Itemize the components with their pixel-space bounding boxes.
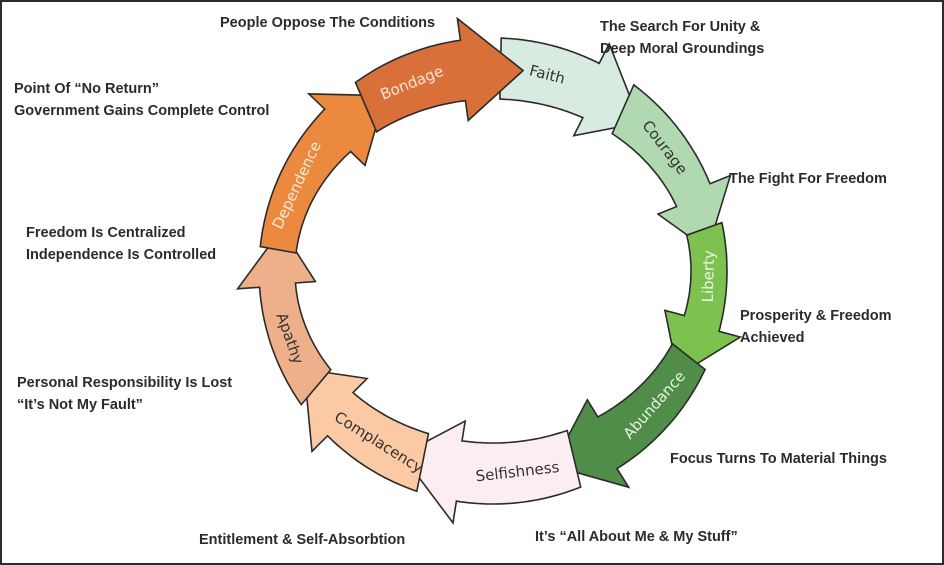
annotation-complacency: Personal Responsibility Is Lost “It’s No…: [17, 372, 232, 416]
arrow-liberty: [663, 221, 743, 377]
arrow-complacency: [303, 368, 430, 493]
annotation-faith: The Search For Unity & Deep Moral Ground…: [600, 16, 764, 60]
arrow-apathy: [235, 227, 332, 406]
annotation-selfishness: Entitlement & Self-Absorbtion: [199, 529, 405, 551]
segment-courage: Courage: [611, 83, 732, 252]
arrow-dependence: [259, 93, 387, 254]
annotation-selfishness-line-1: Entitlement & Self-Absorbtion: [199, 532, 406, 548]
annotation-liberty-line-2: Achieved: [740, 330, 805, 346]
annotation-faith-line-1: The Search For Unity &: [600, 19, 761, 35]
annotation-bondage-line-1: People Oppose The Conditions: [220, 15, 436, 31]
segment-faith: Faith: [499, 37, 642, 137]
segment-dependence: Dependence: [259, 93, 387, 254]
annotation-faith-line-2: Deep Moral Groundings: [600, 41, 765, 57]
annotation-apathy: Freedom Is Centralized Independence Is C…: [26, 222, 216, 266]
annotation-courage-line-1: The Fight For Freedom: [729, 171, 887, 187]
annotation-dependence: Point Of “No Return” Government Gains Co…: [14, 78, 269, 122]
annotation-liberty-line-1: Prosperity & Freedom: [740, 308, 892, 324]
annotation-apathy-line-1: Freedom Is Centralized: [26, 225, 186, 241]
annotation-abundance: Focus Turns To Material Things: [670, 448, 887, 470]
segment-liberty: Liberty: [663, 221, 743, 377]
annotation-dependence-line-1: Point Of “No Return”: [14, 81, 159, 97]
arrow-bondage: [354, 16, 525, 133]
annotation-complacency-line-1: Personal Responsibility Is Lost: [17, 375, 233, 391]
annotation-liberty: Prosperity & Freedom Achieved: [740, 305, 892, 349]
annotation-apathy-line-2: Independence Is Controlled: [26, 247, 217, 263]
arrow-courage: [611, 83, 732, 252]
cycle-segments: FaithCourageLibertyAbundanceSelfishnessC…: [235, 16, 743, 525]
segment-label-liberty: Liberty: [699, 250, 718, 303]
arrow-abundance: [551, 342, 707, 489]
annotation-abundance-line-1: Focus Turns To Material Things: [670, 451, 887, 467]
segment-complacency: Complacency: [303, 368, 430, 493]
annotation-bondage: People Oppose The Conditions: [220, 12, 435, 34]
segment-selfishness: Selfishness: [400, 419, 582, 525]
annotation-complacency-line-2: “It’s Not My Fault”: [17, 397, 143, 413]
annotation-selfishness-stuff: It’s “All About Me & My Stuff”: [535, 526, 738, 548]
arrow-faith: [499, 37, 642, 137]
annotation-courage: The Fight For Freedom: [729, 168, 887, 190]
arrow-selfishness: [400, 419, 582, 525]
segment-apathy: Apathy: [235, 227, 332, 406]
annotation-dependence-line-2: Government Gains Complete Control: [14, 103, 270, 119]
annotation-selfishness-stuff-line-1: It’s “All About Me & My Stuff”: [535, 529, 738, 545]
segment-bondage: Bondage: [354, 16, 525, 133]
